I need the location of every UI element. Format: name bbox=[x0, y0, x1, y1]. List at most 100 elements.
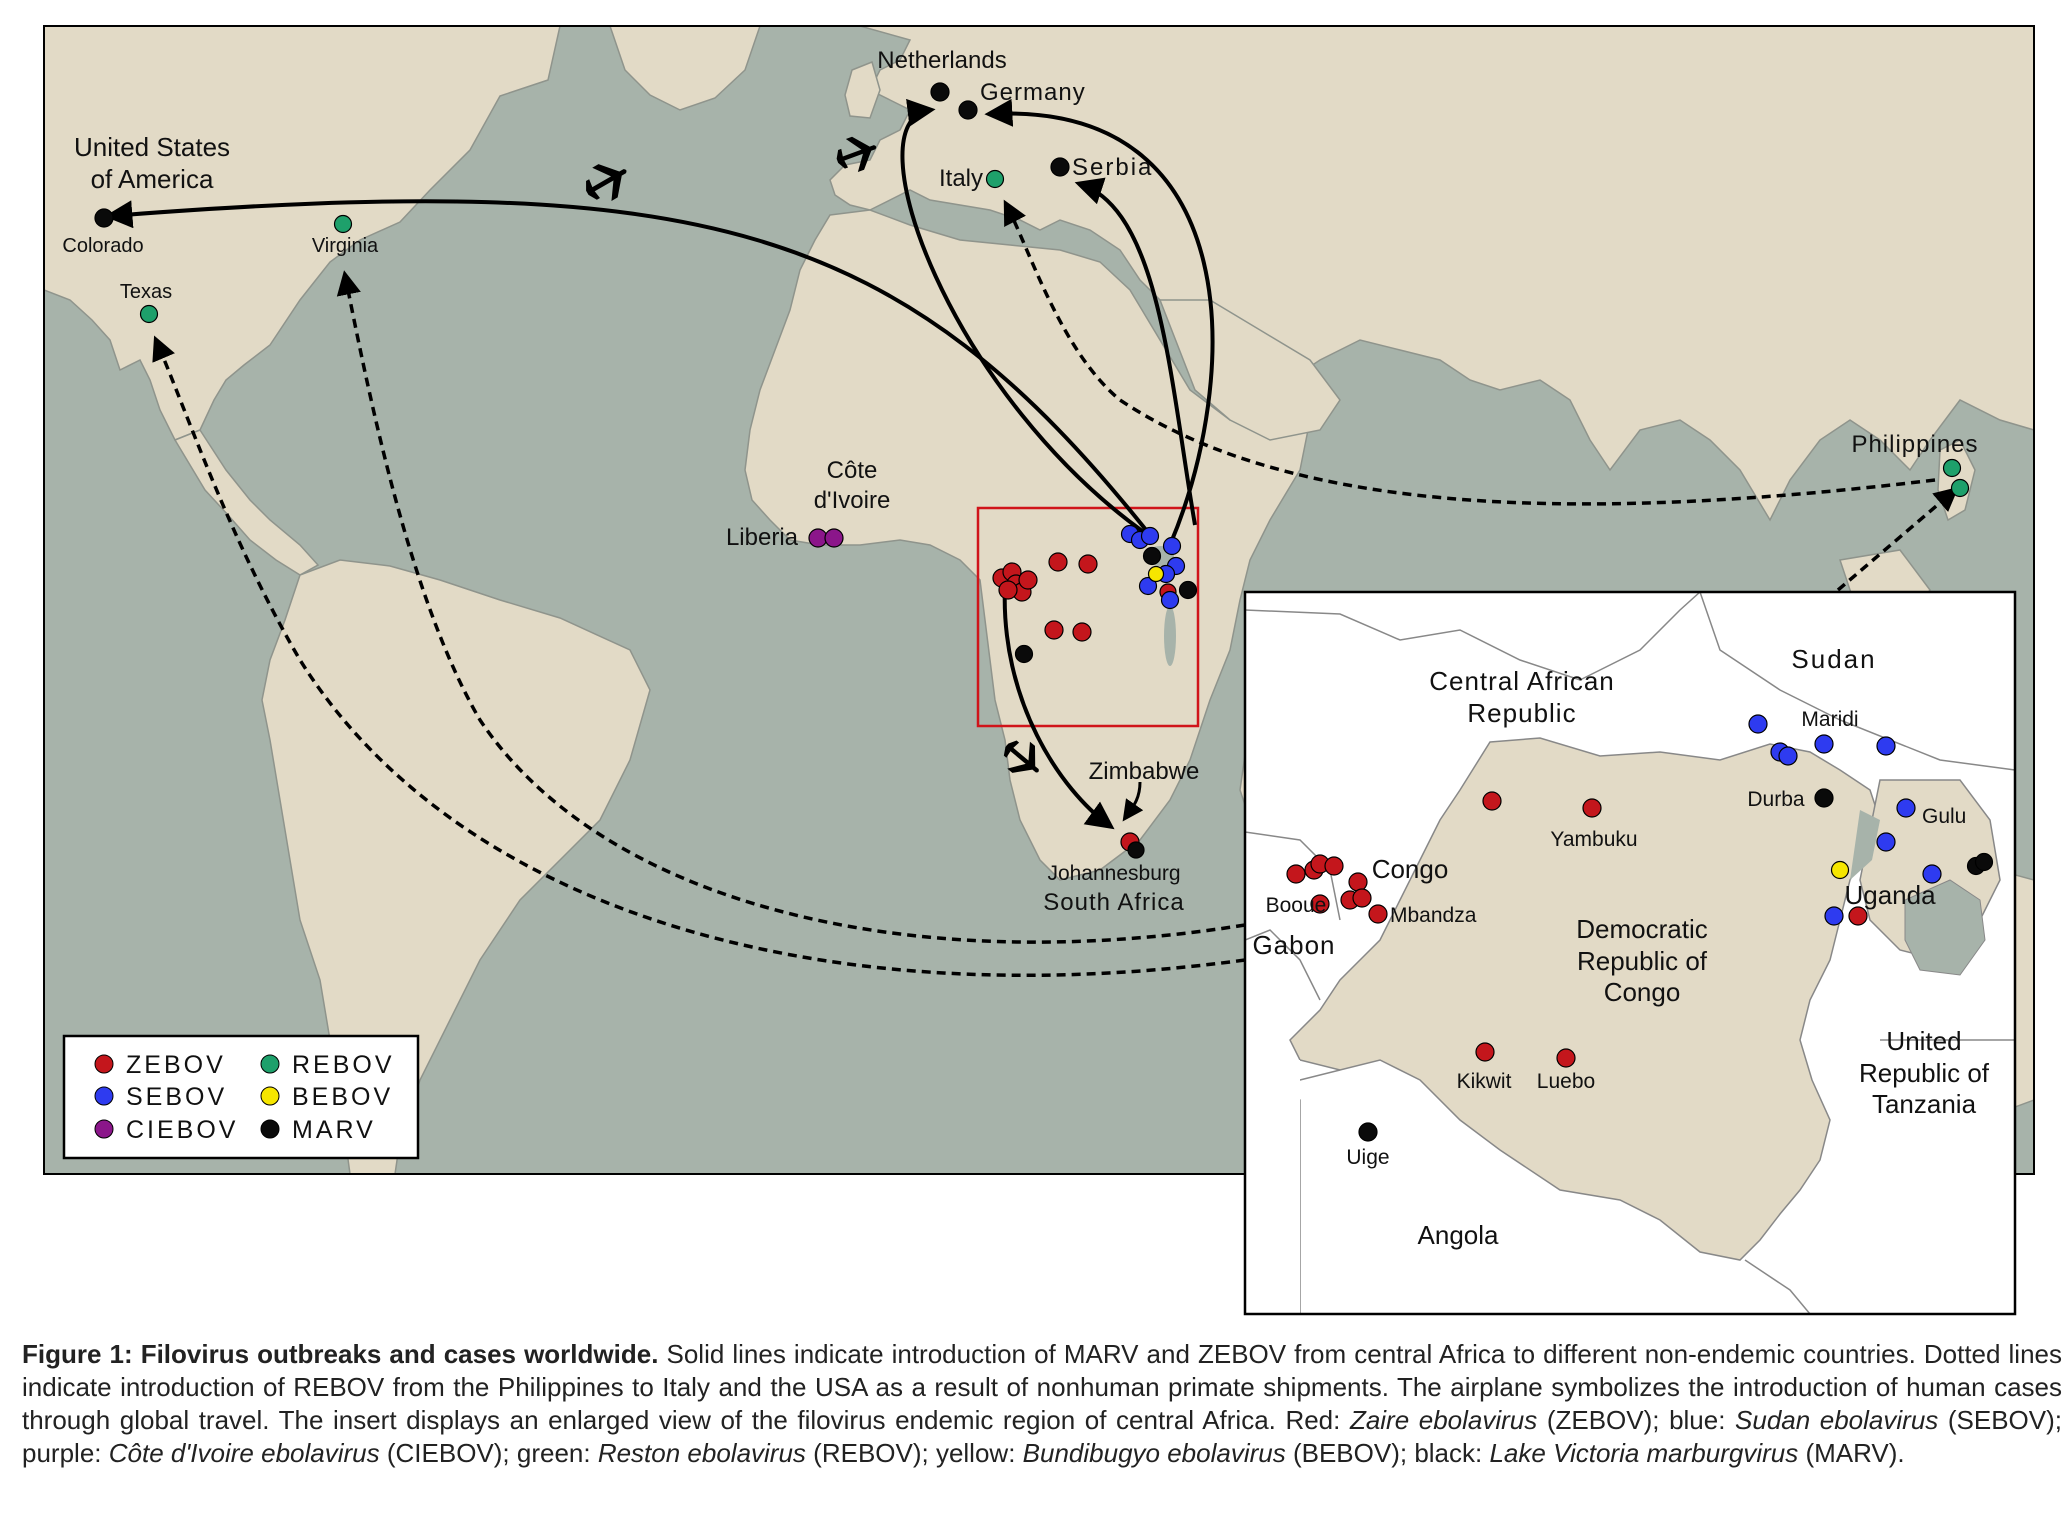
label-of-america: of America bbox=[91, 164, 214, 194]
inset-marker-zebov-congo bbox=[1482, 791, 1502, 811]
inset-marker-zebov bbox=[1348, 872, 1368, 892]
arrow-to-colorado bbox=[104, 199, 1152, 537]
uk-landmass bbox=[844, 60, 881, 119]
label-serbia: Serbia bbox=[1072, 154, 1153, 181]
inset-marker-sebov bbox=[1922, 864, 1942, 884]
inset-label-tz-2: Republic of bbox=[1859, 1058, 1990, 1088]
arrow-to-johannesburg bbox=[1002, 584, 1115, 830]
legend-swatch-zebov bbox=[94, 1054, 114, 1074]
marker-zebov bbox=[1044, 620, 1064, 640]
legend-swatch-rebov bbox=[260, 1054, 280, 1074]
inset-marker-zebov bbox=[1286, 864, 1306, 884]
label-zimbabwe: Zimbabwe bbox=[1089, 758, 1200, 785]
legend: ZEBOV SEBOV CIEBOV REBOV BEBOV MARV bbox=[62, 1034, 420, 1160]
inset-marker-sebov bbox=[1824, 906, 1844, 926]
arrow-to-germany bbox=[984, 98, 1215, 546]
marker-zebov bbox=[1048, 552, 1068, 572]
inset-marker-zebov-yambuku bbox=[1582, 798, 1602, 818]
marker-sebov bbox=[1162, 536, 1182, 556]
label-johannesburg: Johannesburg bbox=[1047, 862, 1180, 885]
marker-germany bbox=[958, 100, 978, 120]
inset-label-sudan: Sudan bbox=[1791, 644, 1876, 674]
caption-species-name: Reston ebolavirus bbox=[597, 1438, 806, 1468]
inset-label-drc-3: Congo bbox=[1604, 977, 1681, 1007]
inset-marker-sebov bbox=[1876, 832, 1896, 852]
caption-text: (ZEBOV); blue: bbox=[1537, 1405, 1736, 1435]
inset-marker-sebov-maridi bbox=[1748, 714, 1768, 734]
inset-label-car-1: Central African bbox=[1429, 666, 1615, 696]
inset-marker-marv-durba bbox=[1814, 788, 1834, 808]
label-colorado: Colorado bbox=[62, 235, 143, 257]
inset-label-drc-1: Democratic bbox=[1576, 914, 1707, 944]
inset-markers bbox=[1286, 714, 1994, 1142]
marker-marv bbox=[1014, 644, 1034, 664]
inset-label-luebo: Luebo bbox=[1537, 1070, 1595, 1093]
caption-species-name: Zaire ebolavirus bbox=[1349, 1405, 1538, 1435]
marker-serbia bbox=[1050, 157, 1070, 177]
caption-species-name: Bundibugyo ebolavirus bbox=[1022, 1438, 1286, 1468]
label-liberia: Liberia bbox=[726, 524, 799, 551]
inset-marker-zebov bbox=[1352, 888, 1372, 908]
inset-marker-zebov-uganda bbox=[1848, 906, 1868, 926]
marker-virginia bbox=[333, 214, 353, 234]
lake-albert-inset bbox=[1850, 810, 1880, 880]
inset-marker-zebov-booue bbox=[1310, 894, 1330, 914]
inset-region-box bbox=[976, 506, 1200, 728]
world-map-markers bbox=[94, 82, 1970, 859]
arrow-to-serbia bbox=[1074, 177, 1197, 526]
dotted-arrow-to-virginia bbox=[336, 270, 1246, 944]
dotted-arrow-to-italy bbox=[1003, 199, 1936, 506]
caption-species-name: Lake Victoria marburgvirus bbox=[1489, 1438, 1799, 1468]
dotted-arrow-philippines-inset bbox=[1836, 486, 1959, 592]
label-philippines: Philippines bbox=[1851, 431, 1978, 458]
legend-swatch-sebov bbox=[94, 1086, 114, 1106]
inset-marker-marv-uige bbox=[1358, 1122, 1378, 1142]
inset-label-kikwit: Kikwit bbox=[1457, 1070, 1512, 1093]
caption-text: (MARV). bbox=[1798, 1438, 1905, 1468]
marker-sebov bbox=[1160, 590, 1180, 610]
inset-label-uganda: Uganda bbox=[1844, 880, 1936, 910]
arrow-to-netherlands bbox=[900, 98, 1157, 542]
inset-label-drc-2: Republic of bbox=[1577, 946, 1708, 976]
inset-label-booue: Booue bbox=[1266, 894, 1327, 917]
inset-label-mbandza: Mbandza bbox=[1390, 904, 1477, 927]
world-map-labels: Netherlands Germany Serbia Italy United … bbox=[62, 47, 1978, 916]
label-virginia: Virginia bbox=[312, 235, 379, 257]
inset-label-durba: Durba bbox=[1747, 788, 1805, 811]
inset-label-yambuku: Yambuku bbox=[1550, 828, 1637, 851]
caption-text: (CIEBOV); green: bbox=[379, 1438, 598, 1468]
legend-swatch-marv bbox=[260, 1119, 280, 1139]
arrow-zimbabwe bbox=[1122, 781, 1144, 822]
lake-tanganyika bbox=[1164, 606, 1176, 666]
marker-liberia-1 bbox=[808, 528, 828, 548]
caption-species-name: Sudan ebolavirus bbox=[1735, 1405, 1939, 1435]
marker-netherlands bbox=[930, 82, 950, 102]
inset-label-car-2: Republic bbox=[1467, 698, 1576, 728]
inset-labels: Central African Republic Sudan Maridi Du… bbox=[1252, 644, 1989, 1250]
label-south-africa: South Africa bbox=[1043, 889, 1184, 916]
map-frame bbox=[43, 25, 2035, 1175]
marker-johannesburg-marv bbox=[1127, 841, 1145, 859]
inset-label-maridi: Maridi bbox=[1801, 708, 1858, 731]
inset-marker-marv bbox=[1974, 852, 1994, 872]
africa-landmass bbox=[744, 209, 1311, 881]
south-america-landmass bbox=[261, 559, 651, 1174]
marker-philippines-2 bbox=[1950, 478, 1970, 498]
label-divoire: d'Ivoire bbox=[814, 487, 891, 514]
lake-victoria-inset bbox=[1904, 879, 1986, 976]
greenland-landmass bbox=[609, 26, 761, 111]
inset-marker-sebov bbox=[1778, 746, 1798, 766]
marker-colorado bbox=[94, 208, 114, 228]
legend-label-marv: MARV bbox=[292, 1116, 376, 1144]
label-texas: Texas bbox=[120, 281, 172, 303]
marker-zebov bbox=[1078, 554, 1098, 574]
marker-philippines-1 bbox=[1942, 458, 1962, 478]
inset-marker-sebov-gulu bbox=[1896, 798, 1916, 818]
drc-region bbox=[1289, 737, 1881, 1261]
marker-bebov bbox=[1147, 565, 1165, 583]
legend-label-sebov: SEBOV bbox=[126, 1083, 227, 1111]
inset-marker-zebov bbox=[1324, 856, 1344, 876]
arabia-landmass bbox=[1158, 299, 1341, 441]
legend-label-ciebov: CIEBOV bbox=[126, 1116, 238, 1144]
inset-marker-zebov-luebo bbox=[1556, 1048, 1576, 1068]
